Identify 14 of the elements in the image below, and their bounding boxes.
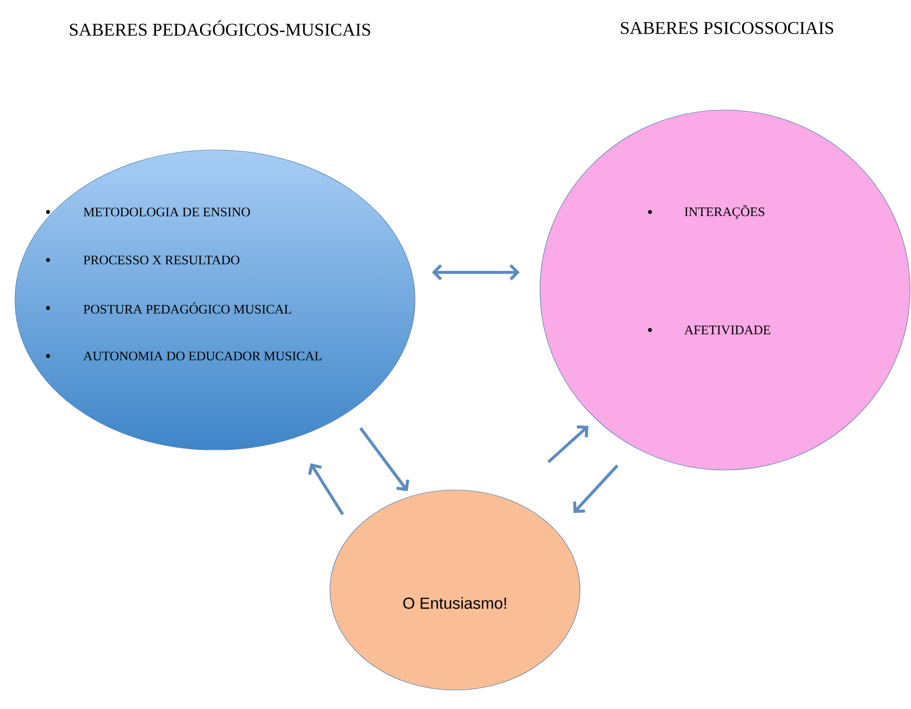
arrow bbox=[308, 463, 344, 516]
heading: SABERES PEDAGÓGICOS-MUSICAIS bbox=[70, 20, 370, 36]
arrow bbox=[432, 264, 520, 280]
list-item: METODOLOGIA DE ENSINO bbox=[84, 208, 250, 216]
arrow bbox=[359, 427, 410, 492]
arrow bbox=[547, 425, 588, 464]
list-item: INTERAÇÕES bbox=[684, 205, 764, 219]
list-item: PROCESSO X RESULTADO bbox=[84, 256, 240, 264]
heading: SABERES PSICOSSOCIAIS bbox=[620, 22, 834, 34]
node-label: O Entusiasmo! bbox=[403, 597, 506, 609]
list-item: AUTONOMIA DO EDUCADOR MUSICAL bbox=[83, 352, 322, 360]
arrow bbox=[573, 464, 618, 513]
list-item: POSTURA PEDAGÓGICO MUSICAL bbox=[84, 302, 292, 314]
list-item: AFETIVIDADE bbox=[684, 326, 770, 334]
